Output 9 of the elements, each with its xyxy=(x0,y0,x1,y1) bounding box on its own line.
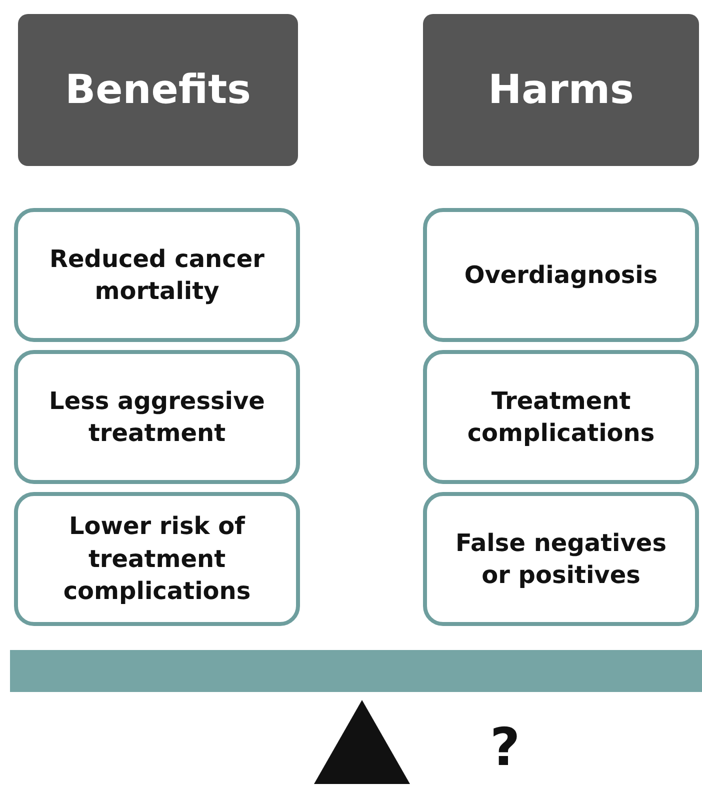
harm-box: Treatment complications xyxy=(423,350,699,484)
header-box: Benefits xyxy=(18,14,298,166)
benefit-box: Reduced cancer mortality xyxy=(14,208,300,342)
benefit-box: Less aggressive treatment xyxy=(14,350,300,484)
question-mark: ? xyxy=(490,722,520,774)
harm-box: Overdiagnosis xyxy=(423,208,699,342)
harm-box: False negatives or positives xyxy=(423,492,699,626)
benefit-box: Lower risk of treatment complications xyxy=(14,492,300,626)
header-box: Harms xyxy=(423,14,699,166)
